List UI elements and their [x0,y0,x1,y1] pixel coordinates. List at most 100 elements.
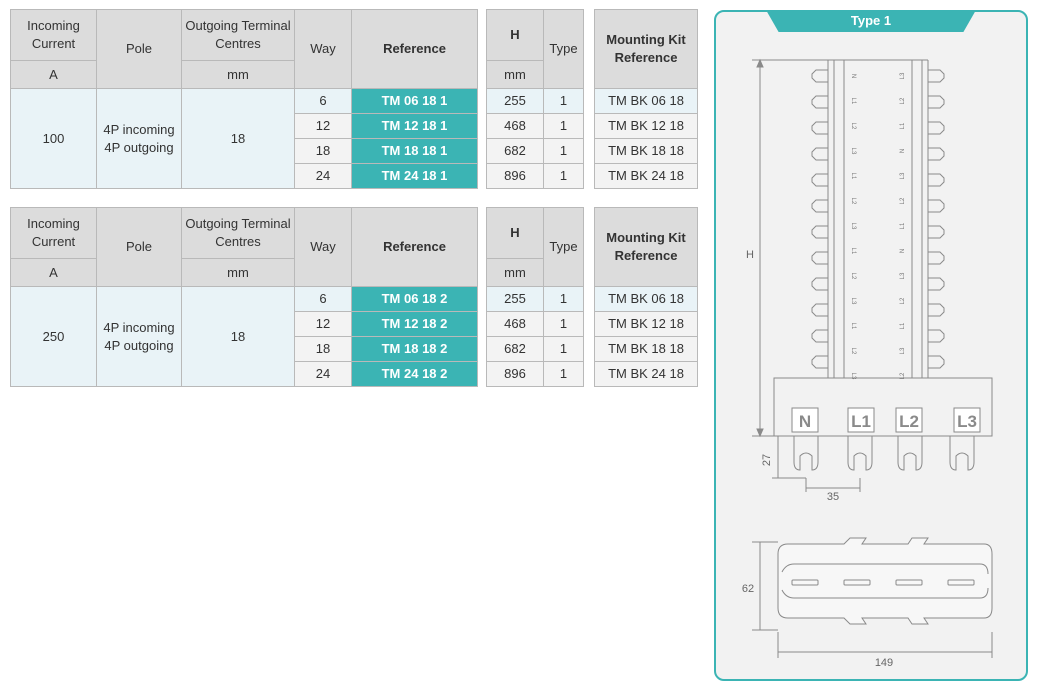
bar-phase-label: L1 [900,122,906,129]
bar-phase-label: L3 [900,347,906,354]
type-value: 1 [543,361,584,387]
way-value: 18 [294,336,352,362]
specification-table-100a: Incoming Current Pole Outgoing Terminal … [10,9,478,189]
header-type: Type [543,9,584,89]
outgoing-pin-left [811,329,828,343]
terminal-label-box [791,407,819,433]
bar-phase-label: L2 [900,197,906,204]
bar-phase-label: L3 [850,148,856,155]
reference-value: TM 18 18 2 [351,336,478,362]
bar-phase-label: N [900,149,906,153]
terminal-centres-value: 18 [181,88,295,189]
terminal-label: N [799,412,811,431]
incoming-fork-terminal [847,436,873,471]
type-value: 1 [543,138,584,164]
header-incoming-current: Incoming Current [10,9,97,61]
terminal-label: L2 [899,412,919,431]
terminal-label-box [953,407,981,433]
header-h-unit: mm [486,258,544,287]
pole-line-2: 4P outgoing [104,139,174,155]
header-type: Type [543,207,584,287]
h-value: 468 [486,113,544,139]
height-type-table-100a: H Type mm 255 1 468 1 682 1 896 1 [486,9,584,189]
dim-h-label: H [746,249,754,261]
header-mounting-kit: Mounting Kit Reference [594,9,698,89]
outgoing-pin-left [811,95,828,109]
profile-inner-top [781,563,989,575]
outgoing-pin-right [928,199,945,213]
bar-phase-label: L2 [850,198,856,205]
specification-table-250a: Incoming Current Pole Outgoing Terminal … [10,207,478,387]
bar-phase-label: L1 [850,98,856,105]
header-terminal-centres: Outgoing Terminal Centres [181,207,295,259]
profile-slot [947,579,975,586]
incoming-current-value: 250 [10,286,97,387]
header-centres-unit: mm [181,258,295,287]
mounting-kit-value: TM BK 06 18 [594,286,698,312]
outgoing-pin-right [928,251,945,265]
profile-slot [791,579,819,586]
bar-phase-label: L1 [850,323,856,330]
outgoing-pin-right [928,225,945,239]
pole-line-2: 4P outgoing [104,337,174,353]
bar-phase-label: L3 [850,373,856,380]
header-way: Way [294,207,352,287]
bar-phase-label: L3 [850,223,856,230]
outgoing-pin-right [928,277,945,291]
bar-phase-label: L2 [900,372,906,379]
bar-phase-label: L3 [900,172,906,179]
dim-149-label: 149 [875,657,893,669]
reference-value: TM 12 18 1 [351,113,478,139]
pole-value: 4P incoming 4P outgoing [96,88,182,189]
reference-value: TM 24 18 1 [351,163,478,189]
mounting-kit-value: TM BK 06 18 [594,88,698,114]
terminal-label-box [895,407,923,433]
header-centres-unit: mm [181,60,295,89]
header-pole: Pole [96,207,182,287]
h-value: 896 [486,163,544,189]
way-value: 24 [294,361,352,387]
h-value: 682 [486,336,544,362]
reference-value: TM 18 18 1 [351,138,478,164]
outgoing-pin-left [811,147,828,161]
outgoing-pin-right [928,173,945,187]
outgoing-pin-right [928,95,945,109]
incoming-fork-terminal [949,436,975,471]
mounting-kit-value: TM BK 18 18 [594,138,698,164]
bar-phase-label: L3 [900,72,906,79]
header-current-unit: A [10,60,97,89]
profile-inner-bottom [781,587,989,599]
mounting-kit-value: TM BK 18 18 [594,336,698,362]
reference-value: TM 12 18 2 [351,311,478,337]
dim-27-label: 27 [761,454,773,466]
bar-phase-label: L3 [850,298,856,305]
incoming-current-value: 100 [10,88,97,189]
outgoing-pin-left [811,303,828,317]
incoming-fork-terminal [897,436,923,471]
type-value: 1 [543,163,584,189]
type-value: 1 [543,336,584,362]
h-value: 255 [486,88,544,114]
outgoing-pin-left [811,251,828,265]
dim-h-arrow-bottom [756,428,764,438]
type-value: 1 [543,311,584,337]
header-way: Way [294,9,352,89]
profile-slot [843,579,871,586]
way-value: 6 [294,286,352,312]
profile-slot [895,579,923,586]
bar-phase-label: L2 [850,348,856,355]
way-value: 18 [294,138,352,164]
outgoing-pin-left [811,173,828,187]
type-value: 1 [543,286,584,312]
bar-phase-label: L2 [850,123,856,130]
header-current-unit: A [10,258,97,287]
bottom-view-profile [777,537,993,625]
reference-value: TM 24 18 2 [351,361,478,387]
header-incoming-current: Incoming Current [10,207,97,259]
mounting-kit-value: TM BK 12 18 [594,113,698,139]
header-h: H [486,207,544,259]
outgoing-pin-left [811,225,828,239]
mounting-kit-table-250a: Mounting Kit Reference TM BK 06 18 TM BK… [594,207,698,387]
bar-phase-label: L3 [900,272,906,279]
outgoing-pin-right [928,69,945,83]
